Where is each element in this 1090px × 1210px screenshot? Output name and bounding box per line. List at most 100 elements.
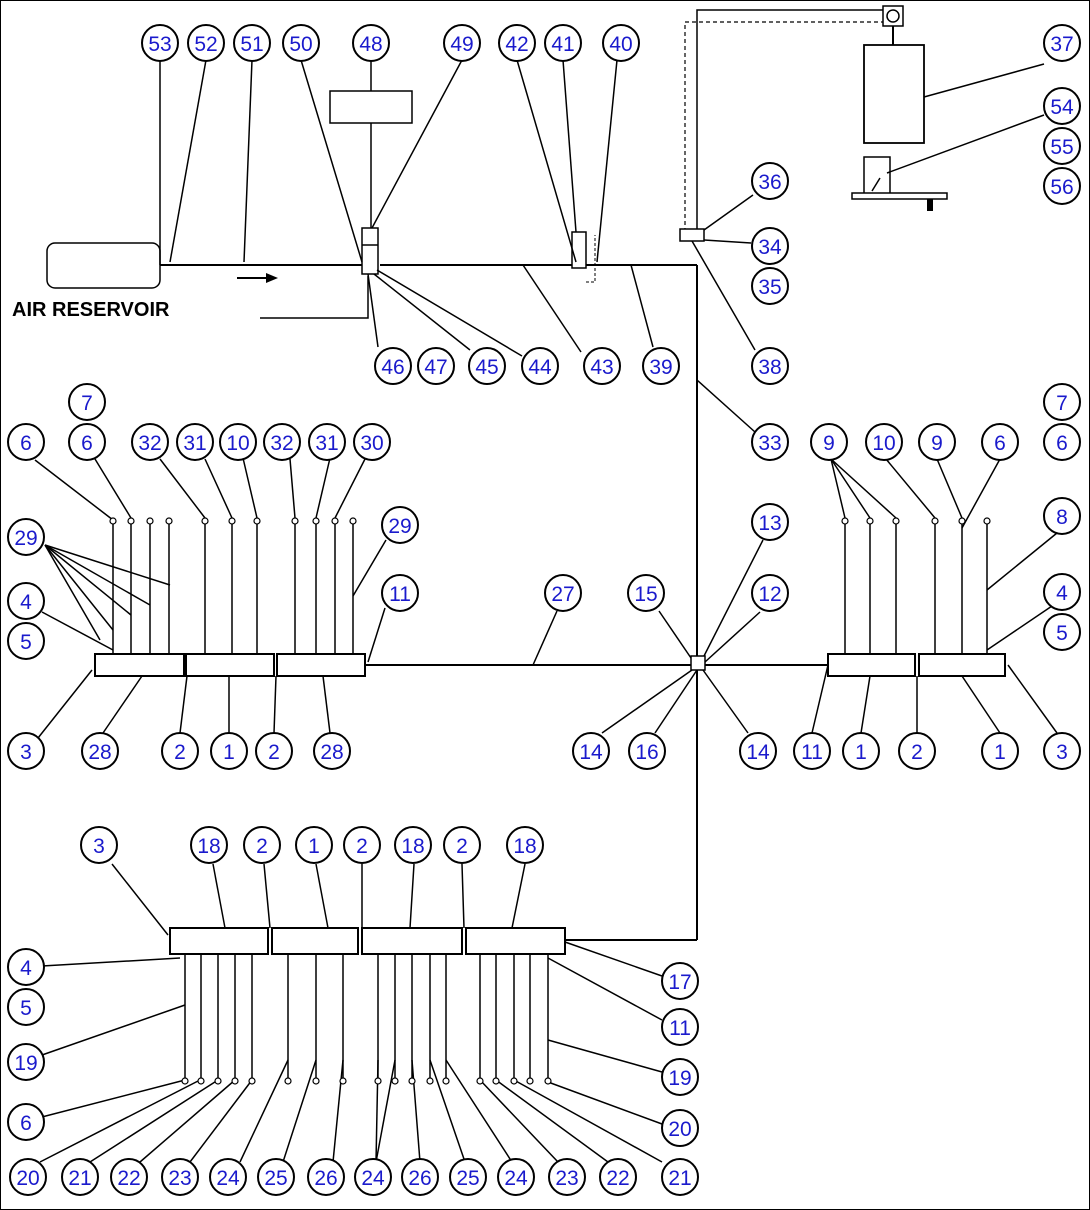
callout-circle <box>7 622 45 660</box>
callout-36: 36 <box>751 162 789 200</box>
callout-number: 55 <box>1050 136 1073 159</box>
bracket-stud <box>927 199 933 211</box>
callout-number: 25 <box>456 1167 479 1190</box>
bottom-manifold-block-2 <box>271 927 359 955</box>
callout-number: 20 <box>668 1118 691 1141</box>
callout-circle <box>521 347 559 385</box>
callout-39: 39 <box>642 347 680 385</box>
callout-46: 46 <box>374 347 412 385</box>
callout-31-left-a: 31 <box>176 423 214 461</box>
bottom-manifold-outlets <box>184 954 549 1080</box>
callout-42: 42 <box>498 24 536 62</box>
callout-circle <box>354 1158 392 1196</box>
callout-circle <box>449 1158 487 1196</box>
callout-24-bottom-row-c: 24 <box>497 1158 535 1196</box>
callout-20-bottom-row: 20 <box>9 1158 47 1196</box>
callout-number: 14 <box>579 741 603 764</box>
callout-number: 42 <box>505 33 528 56</box>
callout-30-left: 30 <box>353 423 391 461</box>
callout-circle <box>1043 127 1081 165</box>
left-manifold-block-2 <box>185 653 275 677</box>
callout-circle <box>7 1103 45 1141</box>
callout-number: 8 <box>1056 506 1068 529</box>
cylinder-return-dashed <box>684 21 892 232</box>
callout-circle <box>417 347 455 385</box>
callout-15: 15 <box>627 574 665 612</box>
callout-14-a: 14 <box>572 732 610 770</box>
leader-lines <box>34 59 1058 1163</box>
callout-circle <box>628 732 666 770</box>
callout-18-bottom-c: 18 <box>506 826 544 864</box>
callout-number: 2 <box>256 835 268 858</box>
callout-number: 13 <box>758 512 781 535</box>
callout-number: 38 <box>758 356 781 379</box>
callout-6-right-a: 6 <box>981 423 1019 461</box>
callout-circle <box>627 574 665 612</box>
callout-circle <box>352 24 390 62</box>
right-manifold-block-2 <box>918 653 1006 677</box>
callout-circle <box>1043 732 1081 770</box>
callout-circle <box>374 347 412 385</box>
callout-24-bottom-row-b: 24 <box>354 1158 392 1196</box>
callout-number: 3 <box>1056 741 1068 764</box>
callout-number: 6 <box>20 1112 32 1135</box>
callout-25-bottom-row-b: 25 <box>449 1158 487 1196</box>
callout-number: 39 <box>649 356 672 379</box>
callout-number: 19 <box>668 1067 691 1090</box>
callout-circle <box>443 24 481 62</box>
callout-32-left-b: 32 <box>263 423 301 461</box>
callout-circle <box>257 1158 295 1196</box>
callout-circle <box>210 732 248 770</box>
callout-number: 43 <box>590 356 613 379</box>
callout-group: 53 52 51 50 48 49 42 41 40 37 54 55 56 3… <box>7 24 1081 1196</box>
callout-number: 28 <box>320 741 343 764</box>
callout-34: 34 <box>751 227 789 265</box>
callout-circle <box>81 732 119 770</box>
callout-circle <box>661 1109 699 1147</box>
callout-number: 20 <box>16 1167 39 1190</box>
callout-number: 47 <box>424 356 447 379</box>
callout-circle <box>583 347 621 385</box>
callout-circle <box>642 347 680 385</box>
callout-number: 11 <box>801 741 823 764</box>
callout-14-b: 14 <box>739 732 777 770</box>
callout-circle <box>739 732 777 770</box>
callout-17-bottom: 17 <box>661 962 699 1000</box>
callout-number: 9 <box>931 432 943 455</box>
callout-number: 24 <box>361 1167 385 1190</box>
callout-circle <box>233 24 271 62</box>
callout-number: 9 <box>823 432 835 455</box>
callout-number: 32 <box>138 432 161 455</box>
callout-number: 19 <box>14 1052 37 1075</box>
callout-circle <box>751 574 789 612</box>
callout-circle <box>443 826 481 864</box>
callout-24-bottom-row-a: 24 <box>209 1158 247 1196</box>
callout-circle <box>190 826 228 864</box>
callout-circle <box>751 227 789 265</box>
callout-4-left: 4 <box>7 582 45 620</box>
callout-28-left-a: 28 <box>81 732 119 770</box>
callout-circle <box>161 1158 199 1196</box>
left-manifold-outlets <box>112 520 354 654</box>
callout-circle <box>7 518 45 556</box>
callout-number: 48 <box>359 33 382 56</box>
callout-circle <box>506 826 544 864</box>
junction-fitting <box>690 655 706 671</box>
callout-number: 16 <box>635 741 658 764</box>
callout-circle <box>353 423 391 461</box>
callout-9-right-b: 9 <box>918 423 956 461</box>
callout-25-bottom-row-a: 25 <box>257 1158 295 1196</box>
valve-assembly <box>361 227 379 275</box>
callout-number: 7 <box>1056 392 1068 415</box>
callout-circle <box>209 1158 247 1196</box>
callout-number: 36 <box>758 171 781 194</box>
cylinder-pin <box>886 9 900 23</box>
callout-11-bottom: 11 <box>661 1008 699 1046</box>
cylinder-supply-line <box>696 9 890 232</box>
callout-number: 26 <box>314 1167 337 1190</box>
flow-arrow-head <box>266 273 278 283</box>
callout-18-bottom-a: 18 <box>190 826 228 864</box>
callout-circle <box>751 423 789 461</box>
